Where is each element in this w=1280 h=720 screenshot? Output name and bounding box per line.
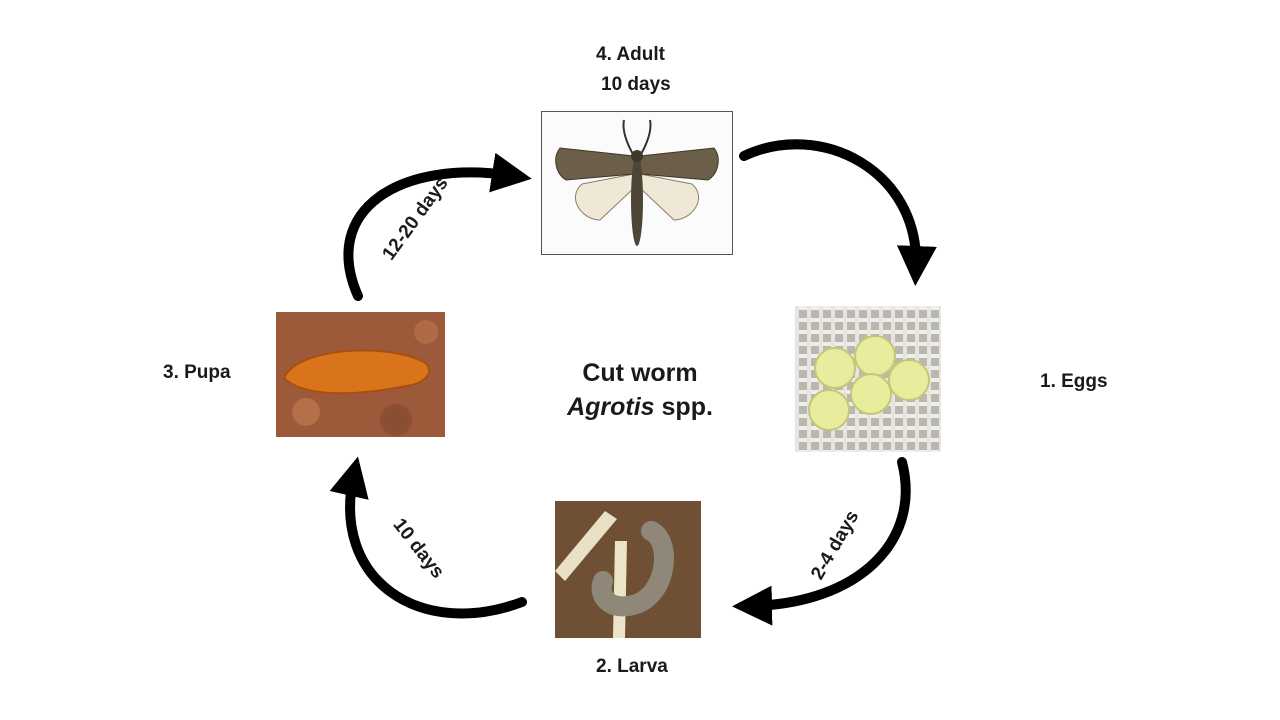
adult-duration: 10 days [601, 74, 671, 95]
title-scientific-name: Agrotis spp. [520, 390, 760, 424]
moth-hindwing-right [639, 173, 699, 221]
center-title: Cut worm Agrotis spp. [520, 356, 760, 424]
arrow-adult-to-eggs [739, 139, 937, 286]
moth-forewing-left [555, 147, 635, 181]
plant-stem [555, 511, 617, 581]
soil-clod [292, 398, 320, 426]
pupa-label: 3. Pupa [163, 362, 231, 383]
moth-antenna-right [639, 119, 652, 157]
moth-head [631, 150, 643, 162]
eggs-label: 1. Eggs [1040, 371, 1108, 392]
larva-label: 2. Larva [596, 656, 668, 677]
egg [850, 373, 892, 415]
arrow-pupa-to-adult [343, 152, 532, 301]
moth-forewing-right [639, 147, 719, 181]
larva-body [591, 521, 674, 617]
egg [808, 389, 850, 431]
moth-hindwing-left [575, 173, 635, 221]
title-species-suffix: spp. [654, 393, 713, 421]
adult-moth-photo [541, 111, 733, 255]
pupa-body [282, 349, 431, 395]
egg [888, 359, 930, 401]
moth-antenna-left [622, 119, 635, 157]
larva-photo [555, 501, 701, 638]
plant-stem [613, 541, 627, 638]
title-genus: Agrotis [567, 393, 655, 421]
soil-clod [414, 320, 438, 344]
soil-clod [380, 404, 412, 436]
larva-background [555, 501, 701, 638]
transition-larva-to-pupa: 10 days [389, 515, 448, 583]
arrow-eggs-to-larva [732, 457, 911, 626]
transition-eggs-to-larva: 2-4 days [807, 507, 863, 583]
eggs-photo [795, 306, 941, 452]
adult-label: 4. Adult [596, 44, 665, 65]
egg [854, 335, 896, 377]
egg [814, 347, 856, 389]
arrow-larva-to-pupa [329, 456, 527, 619]
moth-body [631, 154, 643, 246]
pupa-photo [276, 312, 445, 437]
title-common-name: Cut worm [582, 359, 698, 387]
